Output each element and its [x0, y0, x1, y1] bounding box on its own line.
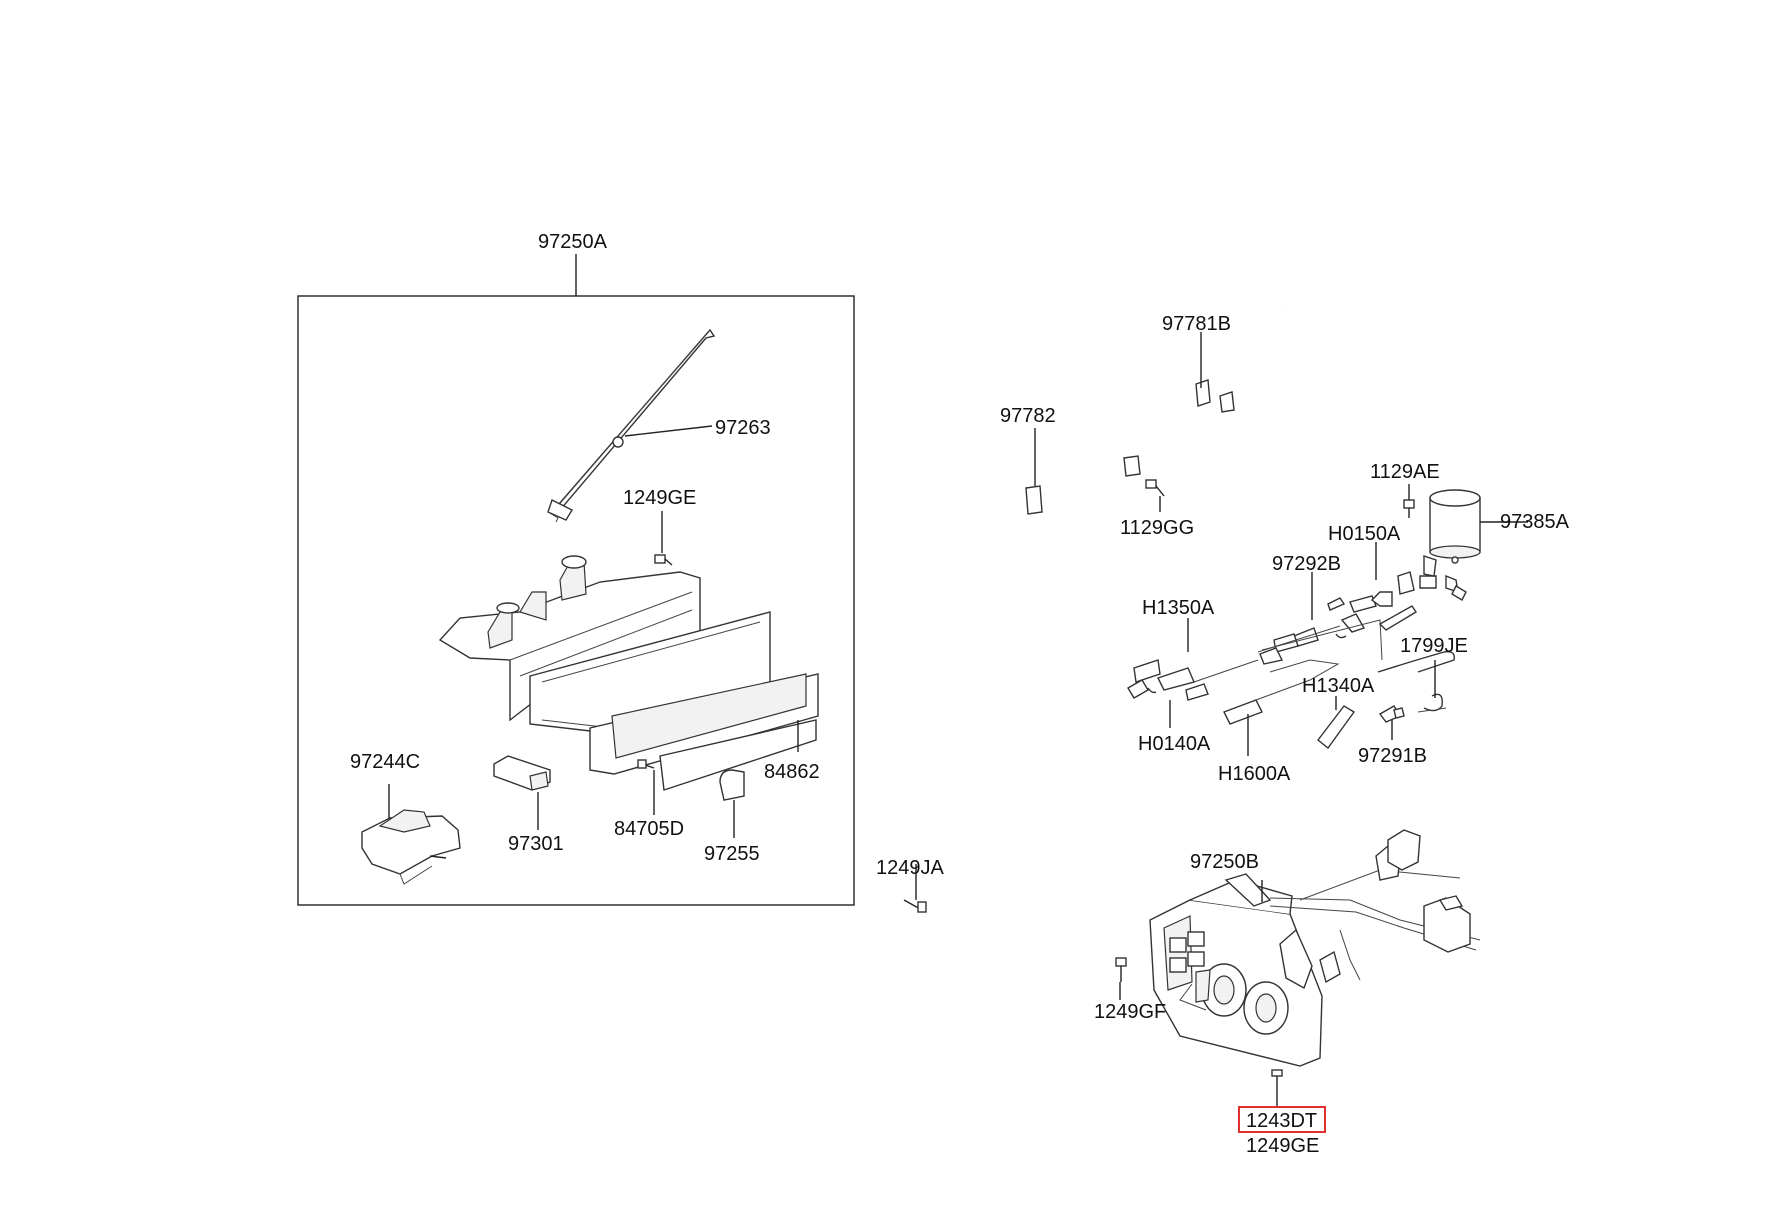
label-97301: 97301: [508, 833, 564, 855]
blower-switch-97244c: [361, 809, 461, 885]
label-1243dt: 1243DT: [1246, 1110, 1317, 1132]
label-1249ge-bottom: 1249GE: [1246, 1135, 1319, 1157]
screw-1249gf: [1115, 957, 1127, 982]
label-1249ge-top: 1249GE: [623, 487, 696, 509]
label-97782: 97782: [1000, 405, 1056, 427]
label-1799je: 1799JE: [1400, 635, 1468, 657]
label-h0150a: H0150A: [1328, 523, 1401, 545]
label-97255: 97255: [704, 843, 760, 865]
label-h1340a: H1340A: [1302, 675, 1375, 697]
heater-control-unit-97250b: [1149, 829, 1481, 1067]
label-1129ae: 1129AE: [1370, 461, 1440, 483]
label-97244c: 97244C: [350, 751, 420, 773]
leader-97263: [624, 425, 713, 437]
switch-97301: [493, 755, 551, 791]
label-97250b: 97250B: [1190, 851, 1259, 873]
label-1249ja: 1249JA: [876, 857, 944, 879]
label-97292b: 97292B: [1272, 553, 1341, 575]
reservoir-97385a: [1429, 489, 1481, 564]
cable-97263: [547, 328, 716, 523]
screw-1243dt: [1271, 1069, 1283, 1084]
panel-84862: [589, 673, 819, 791]
label-97263: 97263: [715, 417, 771, 439]
screw-1129gg: [1145, 479, 1165, 497]
hose-clip-1799je: [1417, 693, 1447, 713]
label-84705d: 84705D: [614, 818, 684, 840]
label-1129gg: 1129GG: [1120, 517, 1194, 539]
label-1249gf: 1249GF: [1094, 1001, 1166, 1023]
highlight-box-1243dt: [1238, 1106, 1326, 1133]
vacuum-pipe-97781b: [999, 308, 1284, 519]
connector-97291b: [1378, 705, 1405, 723]
label-h1350a: H1350A: [1142, 597, 1215, 619]
screw-1129ae: [1403, 499, 1415, 518]
label-97291b: 97291B: [1358, 745, 1427, 767]
label-h1600a: H1600A: [1218, 763, 1291, 785]
label-84862: 84862: [764, 761, 820, 783]
screw-84705d: [637, 759, 655, 769]
label-97385a: 97385A: [1500, 511, 1570, 533]
knob-97255: [719, 769, 745, 801]
screw-1249ja: [903, 899, 927, 913]
hose-h1340a: [1317, 705, 1356, 750]
hose-assembly: [1127, 555, 1467, 725]
screw-1249ge-top: [654, 554, 673, 566]
control-bracket: [438, 555, 701, 722]
label-97781b: 97781B: [1162, 313, 1231, 335]
label-h0140a: H0140A: [1138, 733, 1211, 755]
label-97250a: 97250A: [538, 231, 608, 253]
